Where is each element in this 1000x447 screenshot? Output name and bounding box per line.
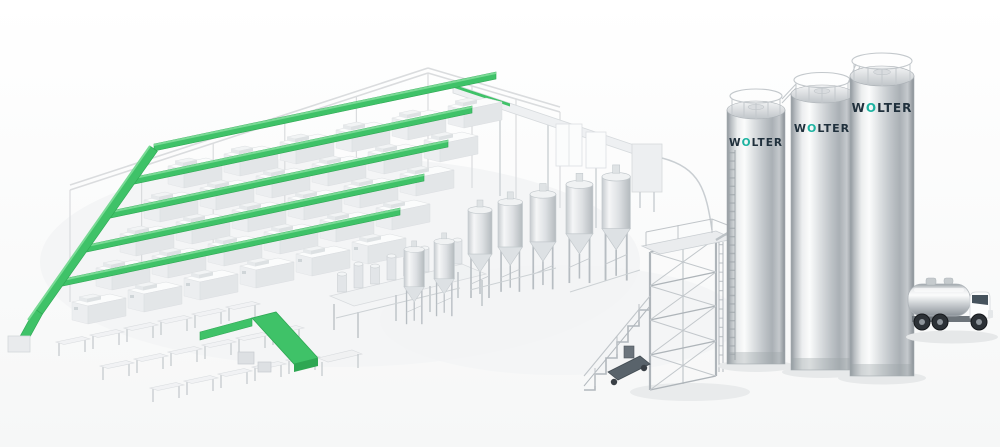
sorter-box [7, 335, 31, 353]
tower-braces [649, 237, 717, 391]
packing-area [55, 300, 363, 403]
receiver-cylinder-cap [353, 261, 364, 267]
vacuum-pump-unit [607, 345, 651, 386]
tower-posts [648, 238, 718, 390]
drying-hopper [467, 199, 493, 299]
manifold-table-shelf [335, 287, 461, 319]
dryer-frame-rails [469, 267, 641, 293]
ramp-feed-belt [199, 317, 253, 341]
silo-3-label: WOLTER [852, 101, 913, 115]
silo-2-rail-posts [795, 82, 849, 103]
row-conveyor-highlight [130, 106, 472, 180]
silo-3-label-accent: O [866, 101, 877, 115]
receiving-table [317, 349, 363, 363]
carton-box [257, 361, 272, 373]
receiver-cylinder-cap [386, 253, 397, 259]
distributor-drop-pipes [639, 192, 655, 212]
drying-hopper [497, 191, 524, 293]
silo-1-rail-posts [731, 98, 781, 119]
drying-hopper [565, 172, 594, 284]
silo-2-label-post: LTER [817, 122, 850, 135]
silo-1-body [726, 109, 786, 365]
truck-tank-hatch [943, 277, 954, 285]
row-conveyor-highlight [106, 140, 448, 214]
distributor-box [631, 143, 663, 193]
collector-belt-highlight [27, 145, 151, 321]
silo-3-body [849, 75, 915, 377]
silo-2-body [790, 93, 854, 371]
receiver-cylinder [337, 273, 347, 293]
material-drying-station [328, 123, 641, 338]
pump-wheel [640, 364, 648, 372]
silo-3-label-post: LTER [877, 101, 912, 115]
silo-3: WOLTER [838, 52, 926, 385]
row-conveyor-highlight [82, 174, 424, 248]
truck-wheel-hub [976, 319, 982, 325]
support-tower [583, 152, 738, 391]
drying-hopper [433, 232, 456, 317]
truck-tank-hatch [925, 277, 937, 286]
silo-2-skirt [791, 358, 853, 370]
receiving-table-legs [321, 354, 359, 376]
receiver-cylinder [370, 265, 380, 285]
silo-1-label: WOLTER [729, 137, 783, 149]
truck-wheel-hub [937, 319, 943, 325]
silo-1-ladder [728, 150, 736, 360]
tower-platform-railing [645, 218, 731, 246]
manifold-table-legs [333, 272, 483, 338]
silo-1-label-pre: W [729, 137, 742, 149]
row-conveyor-highlight [58, 208, 400, 282]
row-conveyor-highlight [154, 72, 496, 146]
truck-windshield [972, 295, 988, 305]
silo-2: WOLTER [782, 71, 862, 378]
receiver-cylinder-cap [370, 263, 380, 269]
truck-wheel-hub [919, 319, 925, 325]
silo-3-label-pre: W [852, 101, 866, 115]
receiver-cylinder-cap [337, 271, 347, 277]
truck-tank-highlight [914, 288, 964, 292]
pump-wheel [610, 378, 618, 386]
machine-grid [57, 71, 503, 325]
collector-conveyor [7, 145, 158, 353]
silo-2-label: WOLTER [794, 122, 850, 135]
carton-box [237, 351, 255, 365]
transfer-pipe [661, 157, 713, 231]
silo-3-rail-posts [853, 63, 911, 86]
silo-2-label-pre: W [794, 122, 807, 135]
silo-3-skirt [850, 364, 914, 376]
silo-1-label-accent: O [742, 137, 752, 149]
receiver-cylinder [386, 255, 397, 281]
tanker-truck [906, 277, 998, 344]
tower-ladder [718, 242, 724, 372]
silo-2-label-accent: O [807, 122, 817, 135]
silo-1-label-post: LTER [752, 137, 783, 149]
truck-bumper [988, 310, 993, 318]
truck-shadow [906, 330, 998, 344]
pump-hopper [623, 345, 635, 359]
receiver-cylinder [353, 263, 364, 289]
tower-floor-shadow [630, 383, 750, 401]
silo-1-skirt [727, 352, 785, 364]
silo-1: WOLTER [718, 88, 794, 372]
pump-body [607, 355, 651, 381]
control-cabinet [585, 131, 607, 169]
silo-group: WOLTER WOLTER WOLTER [718, 52, 926, 385]
drying-hopper [601, 163, 632, 282]
incline-ramp-side [294, 358, 318, 372]
stair-handrail [583, 295, 651, 386]
drying-hopper [403, 240, 426, 325]
